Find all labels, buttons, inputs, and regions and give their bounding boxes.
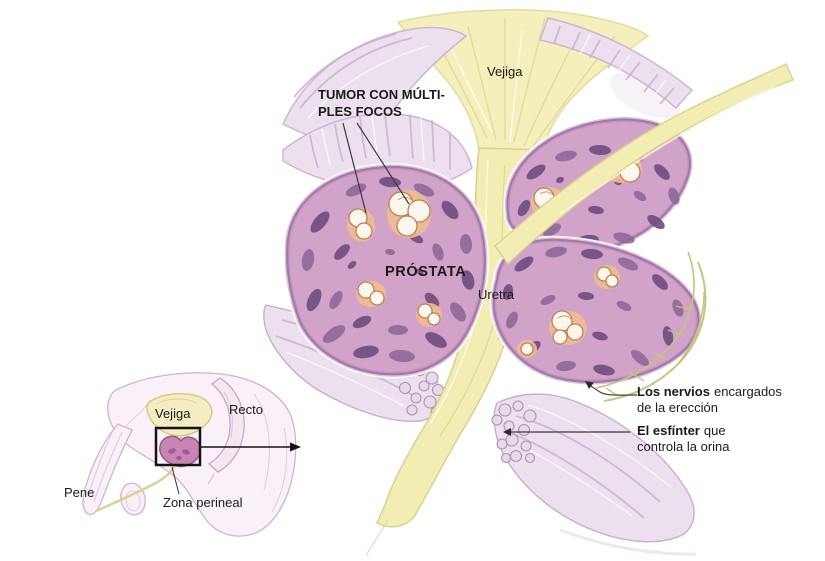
main-labels: Vejiga TUMOR CON MÚLTI- PLES FOCOS PRÓST…	[318, 64, 782, 454]
testicle-inner	[125, 490, 141, 512]
tumor-focus	[416, 303, 442, 327]
inset-view: Vejiga Recto Pene Zona perineal	[64, 372, 301, 537]
leader-lines	[342, 122, 638, 436]
bladder-fold	[467, 25, 497, 141]
bladder-fold	[513, 17, 546, 143]
erection-nerves	[595, 251, 707, 402]
muscle-rung-striations	[553, 25, 675, 105]
lobe-outline	[492, 238, 700, 383]
muscle-streak	[521, 445, 633, 517]
inset-prostate-shape	[159, 435, 202, 468]
prostate-left-lobe	[283, 162, 489, 379]
muscle-streak	[299, 37, 413, 109]
tumor-focus	[594, 265, 620, 289]
inset-label-rectum: Recto	[229, 402, 263, 417]
tumor-focus	[356, 281, 386, 307]
tumor-leader-line-2	[356, 122, 410, 205]
bladder-wall-muscle-right	[539, 17, 694, 118]
buttock-sketch-line	[253, 393, 270, 491]
zoom-arrow	[200, 442, 301, 452]
duct-highlight	[559, 85, 776, 215]
tumor-focus	[387, 190, 431, 238]
muscle-streak	[527, 404, 673, 489]
ejaculatory-duct-band	[494, 63, 794, 266]
sketch-stroke	[559, 528, 697, 556]
penis-shape	[82, 423, 133, 516]
penis-inner-line	[87, 427, 115, 497]
label-urethra: Uretra	[478, 287, 515, 302]
inset-label-bladder: Vejiga	[155, 406, 191, 421]
inset-body	[82, 372, 297, 537]
bladder-highlight	[451, 49, 493, 133]
label-sphincter-line2: controla la orina	[637, 439, 730, 454]
tumor-focus	[517, 340, 537, 358]
sphincter-granules	[491, 400, 537, 464]
sphincter-muscle-right	[491, 393, 697, 556]
tumor-focus	[346, 208, 376, 242]
gland-streaks	[301, 176, 475, 363]
zoom-arrow-head	[290, 442, 301, 452]
penis-inner-line	[93, 431, 123, 503]
label-nerves-line2: de la erección	[637, 400, 718, 415]
label-prostate: PRÓSTATA	[385, 262, 466, 280]
anus-tick	[207, 473, 215, 485]
muscle-band	[539, 17, 694, 110]
muscle-rung-striations	[309, 112, 451, 170]
inset-labels: Vejiga Recto Pene Zona perineal	[64, 402, 263, 510]
inset-prostate-streaks	[168, 448, 190, 460]
tumor-leader-line-1	[342, 122, 367, 214]
label-tumor-line1: TUMOR CON MÚLTI-	[318, 87, 445, 102]
muscle-underlay	[609, 72, 681, 118]
nerve-strand	[595, 251, 695, 389]
muscle-streak	[507, 431, 645, 519]
muscle-streak	[293, 33, 397, 98]
inset-label-perineal-zone: Zona perineal	[163, 495, 243, 510]
prostate-right-lower-lobe	[489, 235, 703, 386]
duct-shape	[494, 63, 794, 266]
nerve-strand	[671, 291, 705, 371]
main-view: Vejiga TUMOR CON MÚLTI- PLES FOCOS PRÓST…	[263, 9, 794, 557]
muscle-streak	[307, 45, 429, 119]
label-bladder: Vejiga	[487, 64, 523, 79]
muscle-streak	[285, 351, 405, 407]
bladder-highlight	[509, 29, 523, 143]
label-tumor-line2: PLES FOCOS	[318, 104, 402, 119]
lobe-shape	[493, 239, 699, 382]
leg-sketch-line	[271, 427, 288, 513]
tumor-focus	[549, 310, 587, 345]
perineal-leader-line	[171, 466, 180, 495]
rectum-inner-line	[223, 391, 233, 439]
sketch-stroke	[365, 519, 389, 557]
inset-bladder-inner-line	[156, 398, 197, 405]
rectum-shape	[207, 377, 245, 473]
sphincter-leader-arrowhead	[503, 428, 511, 436]
inset-label-penis: Pene	[64, 485, 94, 500]
inset-bladder-shape	[146, 393, 213, 437]
nerves-leader-arrowhead	[585, 381, 594, 389]
